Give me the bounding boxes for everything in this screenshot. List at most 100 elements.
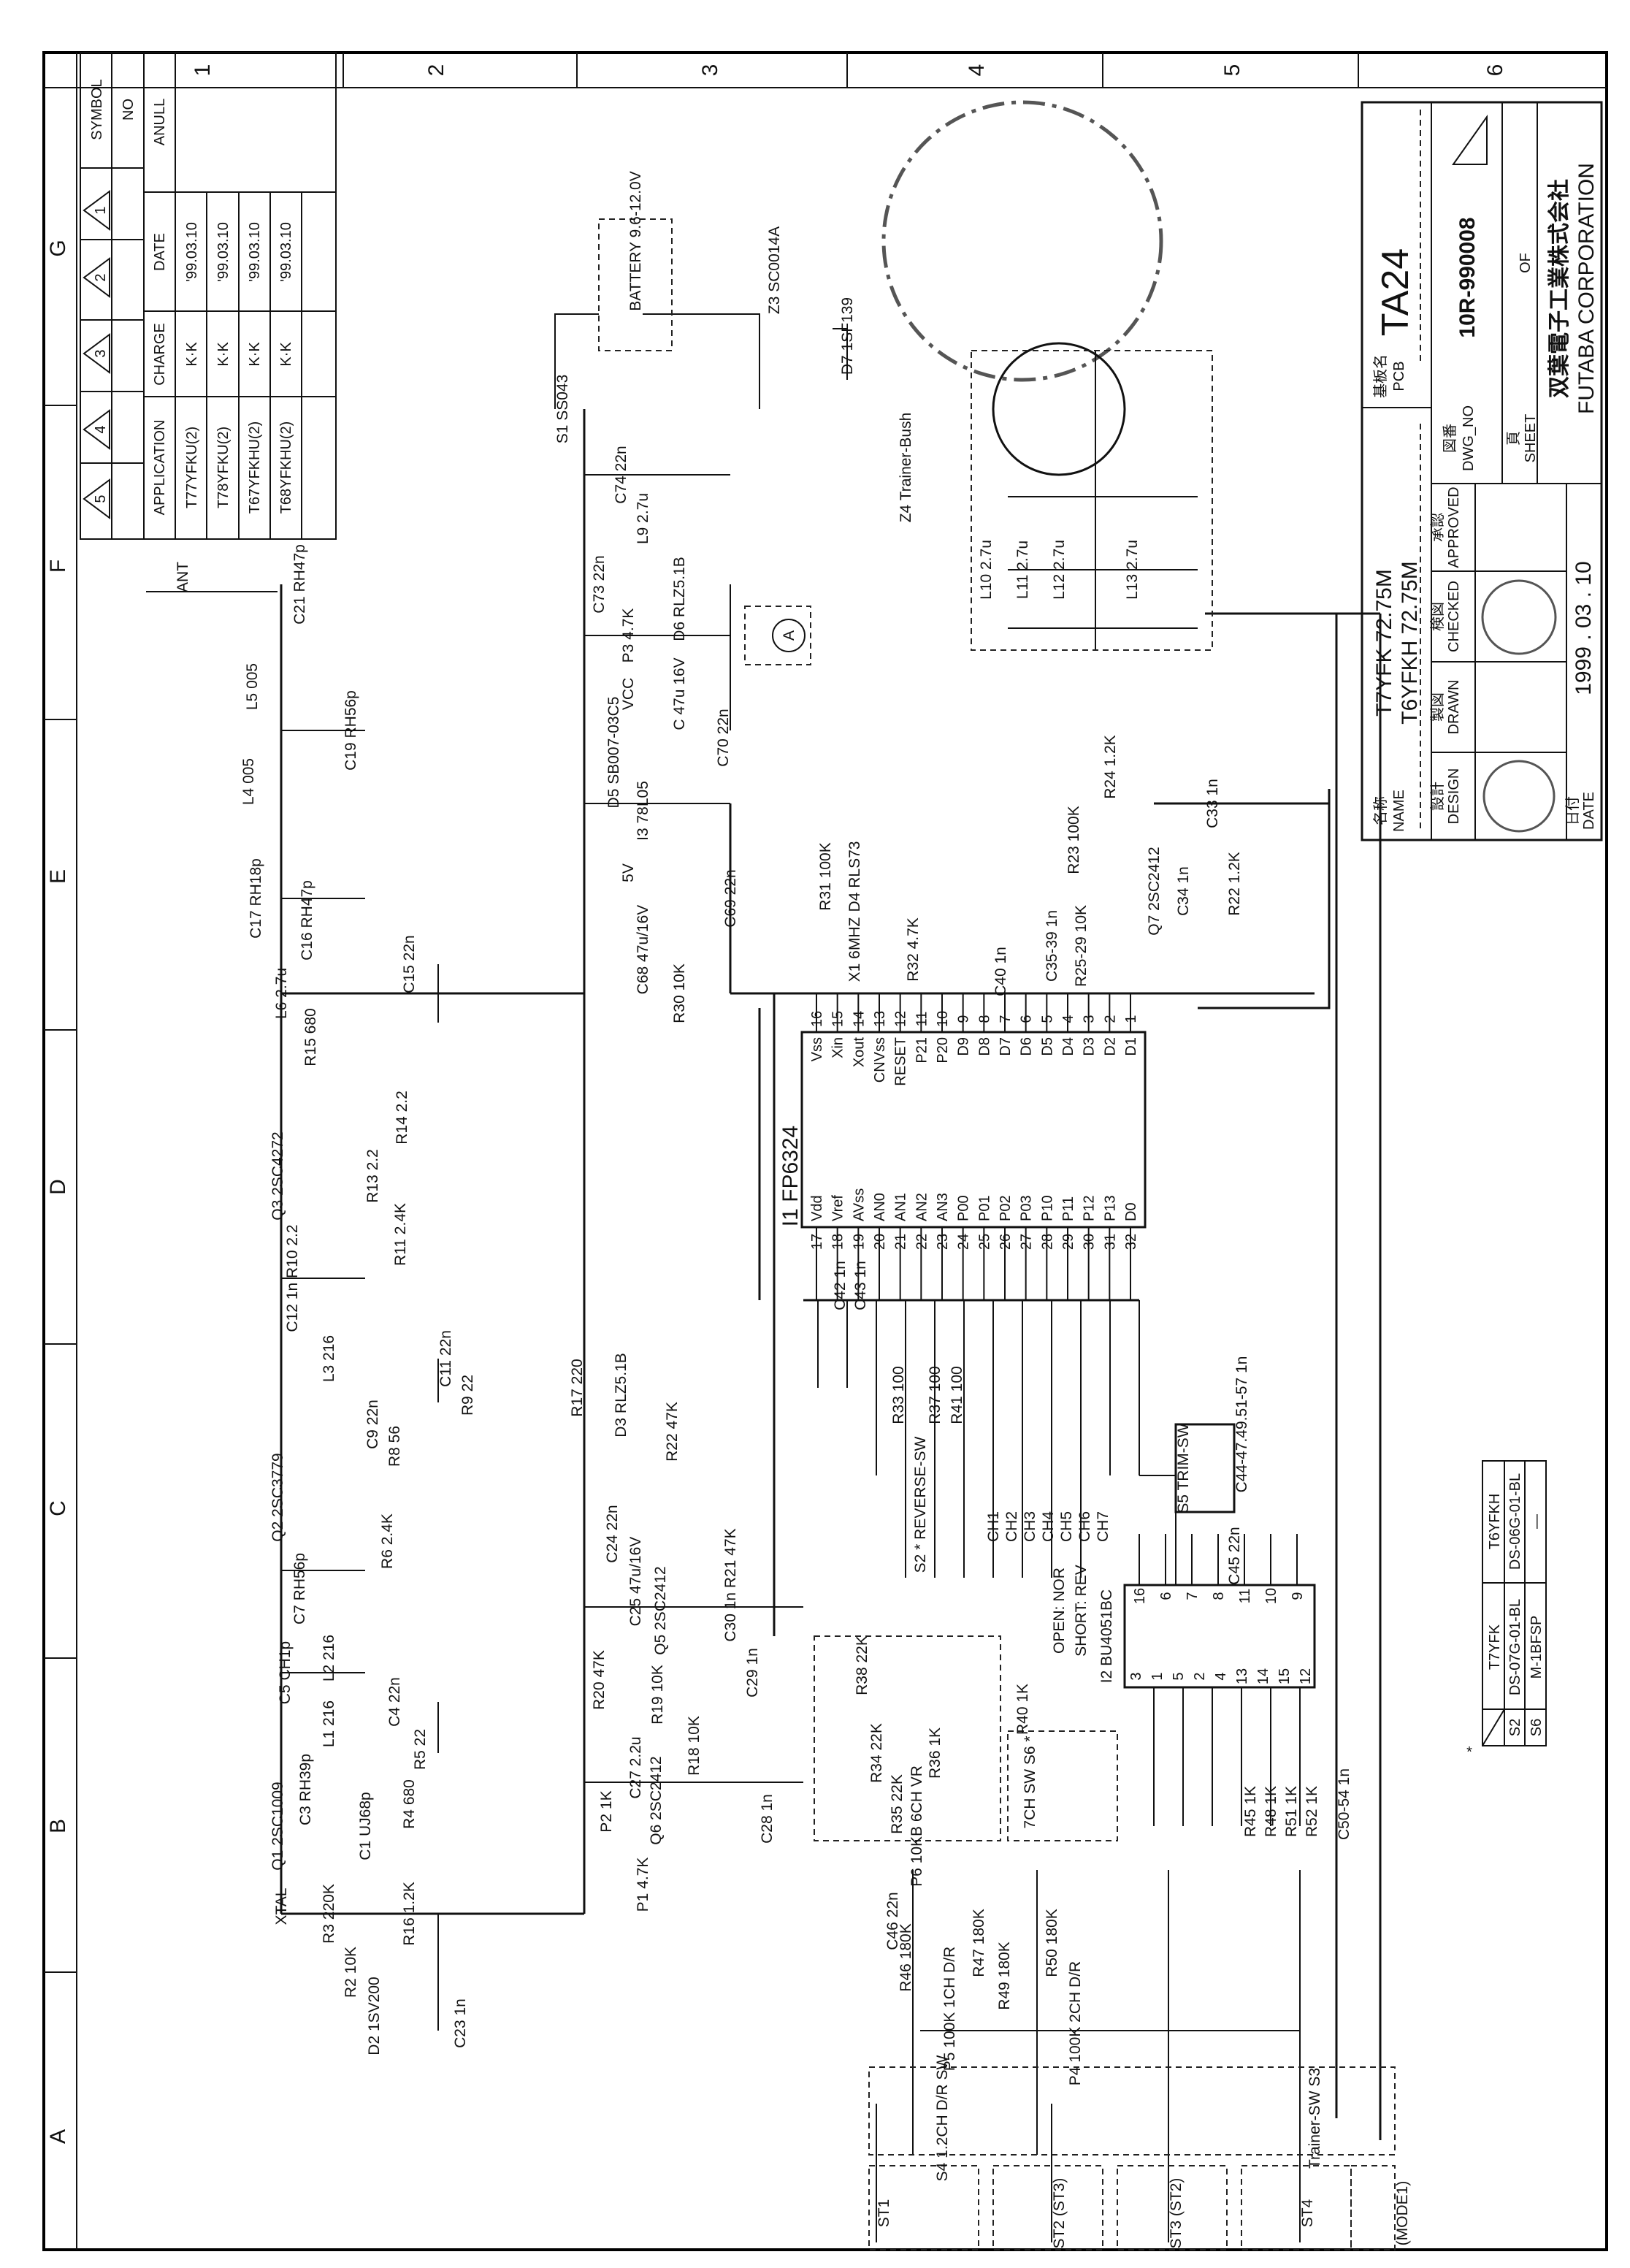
ic1-pin-name: D5 <box>1039 1037 1055 1056</box>
component-c4-22n: C4 22n <box>386 1677 403 1727</box>
ic1-pin-name: P02 <box>998 1195 1014 1221</box>
ic1-pin-number: 15 <box>830 1011 846 1027</box>
revision-charge: K·K <box>215 342 232 367</box>
ic2-pin-number: 10 <box>1263 1588 1279 1604</box>
component-l10-2-7u: L10 2.7u <box>978 540 995 600</box>
meter-group <box>744 606 811 665</box>
component-c12-1n-r10-2-2: C12 1n R10 2.2 <box>284 1224 301 1332</box>
of-label: OF <box>1518 253 1534 273</box>
component-c15-22n: C15 22n <box>401 935 418 993</box>
component-p3-4-7k: P3 4.7K <box>620 608 637 663</box>
component-r47-180k: R47 180K <box>971 1909 987 1977</box>
component-c35-39-1n: C35-39 1n <box>1044 910 1060 982</box>
symbol-header: SYMBOL <box>89 79 105 140</box>
ic2-pin-number: 13 <box>1234 1668 1250 1684</box>
ic2-pin-number: 8 <box>1211 1592 1227 1600</box>
component-c43-1n: C43 1n <box>852 1261 869 1310</box>
component-c40-1n: C40 1n <box>992 947 1009 996</box>
component-ch3: CH3 <box>1022 1511 1038 1542</box>
component-short-rev: SHORT: REV <box>1073 1565 1090 1657</box>
component-c27-2-2u: C27 2.2u <box>627 1736 644 1798</box>
sheet-label: SHEET <box>1523 414 1539 463</box>
ic2-pin-number: 7 <box>1185 1592 1201 1600</box>
component-xtal: XTAL <box>273 1888 290 1925</box>
ic1-pin-number: 20 <box>872 1234 888 1250</box>
ic1-pin-name: P20 <box>935 1037 951 1064</box>
ic1-pin-number: 16 <box>809 1011 825 1027</box>
ic1-pin-number: 27 <box>1019 1234 1035 1250</box>
pot-p6-group <box>814 1635 1001 1841</box>
component-ch4: CH4 <box>1040 1511 1057 1542</box>
component-r23-100k: R23 100K <box>1065 806 1082 874</box>
component-c19-rh56p: C19 RH56p <box>343 690 359 771</box>
ic1-body <box>800 1031 1147 1229</box>
model-name-2: T6YFKH 72.75M <box>1398 561 1422 724</box>
component-q1-2sc1009: Q1 2SC1009 <box>269 1782 286 1870</box>
wiring <box>146 313 1382 2242</box>
component-vcc: VCC <box>620 678 637 710</box>
ic1-pin-name: D2 <box>1102 1037 1118 1056</box>
component-c25-47u-16v: C25 47u/16V <box>627 1537 644 1627</box>
ic1-pin-name: AN1 <box>893 1193 909 1221</box>
s2-t6yfkh: DS-06G-01-BL <box>1507 1473 1523 1570</box>
ic2-pin-number: 9 <box>1290 1592 1306 1600</box>
component-ch7: CH7 <box>1095 1511 1111 1542</box>
company-name: FUTABA CORPORATION <box>1574 163 1599 414</box>
component-trainer-sw-s3: Trainer-SW S3 <box>1306 2068 1323 2169</box>
switch-part-table: * T7YFK T6YFKH S2 DS-07G-01-BL DS-06G-01… <box>1466 1460 1547 1760</box>
checked-label-jp: 検図 <box>1429 602 1446 631</box>
ic1-pin-name: D8 <box>976 1037 992 1056</box>
ic1-pin-name: AN2 <box>914 1193 930 1221</box>
ic1-pin-number: 10 <box>935 1011 951 1027</box>
model-t7yfk: T7YFK <box>1487 1624 1503 1670</box>
revision-symbol-3: 3 <box>93 349 109 357</box>
ic2-pin-number: 6 <box>1158 1592 1174 1600</box>
grid-row-A: A <box>46 2129 70 2144</box>
anull-header: ANULL <box>152 99 168 145</box>
ic1-pin-number: 22 <box>914 1234 930 1250</box>
component-x1-6mhz: X1 6MHZ <box>846 917 863 982</box>
grid-column-6: 6 <box>1483 64 1507 77</box>
s6-t7yfk: M-1BFSP <box>1528 1616 1545 1679</box>
design-stamp <box>1482 760 1556 833</box>
ic1-pin-number: 26 <box>998 1234 1014 1250</box>
ic2-pin-number: 5 <box>1171 1672 1187 1680</box>
component-p1-4-7k: P1 4.7K <box>635 1857 651 1912</box>
component-z3-sc0014a: Z3 SC0014A <box>766 226 783 314</box>
ic2-pin-number: 2 <box>1192 1672 1208 1680</box>
component-d5-sb007-03c5: D5 SB007-03C5 <box>605 697 622 809</box>
component-c21-rh47p: C21 RH47p <box>291 544 308 625</box>
grid-column-1: 1 <box>191 64 215 77</box>
component-c-47u-16v: C 47u 16V <box>671 657 688 730</box>
trainer-bush-connector <box>992 342 1126 476</box>
ic1-pin-number: 5 <box>1039 1015 1055 1023</box>
component-q2-2sc3779: Q2 2SC3779 <box>269 1453 286 1541</box>
ic1-pin-name: AN0 <box>872 1193 888 1221</box>
ic2-pin-number: 12 <box>1298 1668 1314 1684</box>
component-c69-22n: C69 22n <box>722 869 739 927</box>
component-c44-47-49-51-57-1n: C44-47.49.51-57 1n <box>1233 1356 1250 1493</box>
component-c16-rh47p: C16 RH47p <box>299 880 315 961</box>
revision-symbol-5: 5 <box>93 495 109 503</box>
ic2-pin-number: 3 <box>1128 1672 1144 1680</box>
ic1-pin-number: 32 <box>1123 1234 1139 1250</box>
ic1-pin-name: D9 <box>956 1037 972 1056</box>
revision-application: T67YFKHU(2) <box>247 421 263 514</box>
drawn-label-jp: 製図 <box>1429 692 1446 722</box>
date-label-jp: 日付 <box>1564 796 1581 825</box>
component-r24-1-2k: R24 1.2K <box>1102 735 1119 799</box>
ic1-pin-number: 23 <box>935 1234 951 1250</box>
ic1-pin-name: Vdd <box>809 1195 825 1221</box>
ic1-pin-name: P12 <box>1082 1195 1098 1221</box>
ic1-pin-name: CNVss <box>872 1037 888 1083</box>
mode-group <box>1350 2165 1396 2250</box>
ic1-pin-number: 8 <box>976 1015 992 1023</box>
ic1-pin-name: P03 <box>1019 1195 1035 1221</box>
revision-charge: K·K <box>247 342 263 367</box>
ic1-pin-number: 21 <box>893 1234 909 1250</box>
model-t6yfkh: T6YFKH <box>1487 1494 1503 1550</box>
drawing-date: 1999 . 03 . 10 <box>1572 561 1596 695</box>
component-r40-1k: R40 1K <box>1014 1684 1031 1735</box>
ic1-label: I1 FP6324 <box>778 1126 803 1226</box>
